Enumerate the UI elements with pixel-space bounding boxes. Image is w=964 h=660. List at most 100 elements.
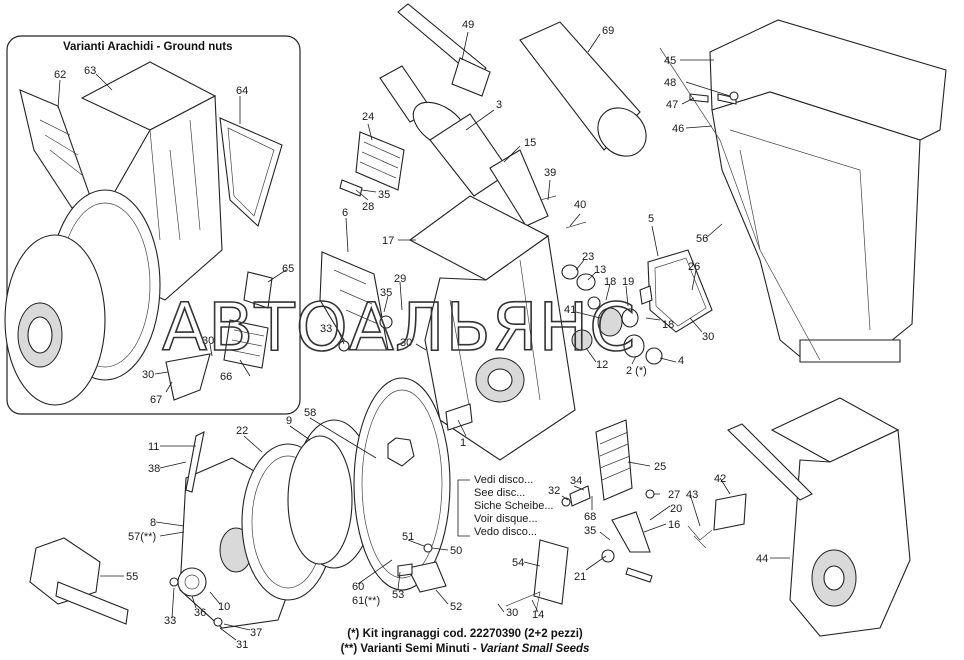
part-label: 11	[148, 441, 159, 453]
footer-small-seeds-note: (**) Varianti Semi Minuti - Variant Smal…	[300, 643, 630, 655]
part-label: 15	[524, 137, 536, 149]
part-label: 1	[460, 437, 466, 449]
part-label: 32	[548, 485, 560, 497]
note-line-en: See disc...	[474, 487, 526, 499]
part-label: 35	[584, 525, 596, 537]
part-label: 33	[164, 615, 176, 627]
part-label: 58	[304, 407, 316, 419]
part-label: 36	[194, 607, 206, 619]
part-label: 52	[450, 601, 462, 613]
hopper	[659, 19, 947, 363]
part-label: 45	[664, 55, 676, 67]
part-label: 68	[584, 511, 596, 523]
watermark-text: АВТОАЛЬЯНС	[162, 289, 636, 366]
see-disc-note: Vedi disco... See disc... Siche Scheibe.…	[474, 474, 554, 539]
part-label: 62	[54, 69, 66, 81]
part-label: 66	[220, 371, 232, 383]
part-label: 18	[604, 276, 616, 288]
part-label: 51	[402, 531, 414, 543]
part-label: 10	[218, 601, 230, 613]
part-label: 63	[84, 65, 96, 77]
part-label: 69	[602, 25, 614, 37]
part-label: 23	[582, 251, 594, 263]
part-label: 41	[564, 304, 576, 316]
footer-small-seeds-prefix: (**) Varianti Semi Minuti -	[340, 643, 480, 655]
part-label: 34	[570, 475, 582, 487]
part-label: 31	[236, 639, 248, 651]
part-label: 8	[150, 517, 156, 529]
small-fittings	[397, 539, 569, 613]
part-label: 46	[672, 123, 684, 135]
part-label: 40	[574, 199, 586, 211]
part-label: 18	[662, 319, 674, 331]
part-label: 5	[648, 213, 654, 225]
note-line-fr: Voir disque...	[474, 513, 538, 525]
part-label: 21	[574, 571, 586, 583]
part-label: 25	[654, 461, 666, 473]
part-label: 30	[702, 331, 714, 343]
part-label: 19	[622, 276, 634, 288]
ground-nuts-inset: Varianti Arachidi - Ground nuts	[4, 35, 301, 415]
part-label: 9	[286, 415, 292, 427]
rack-25-assembly	[561, 419, 655, 507]
part-label: 35	[380, 287, 392, 299]
part-label: 24	[362, 111, 374, 123]
lower-cover-assembly	[169, 377, 451, 629]
part-label: 20	[670, 503, 682, 515]
part-label: 30	[142, 369, 154, 381]
plate-16-assembly	[601, 493, 747, 583]
part-label: 22	[236, 425, 248, 437]
part-label: 56	[696, 233, 708, 245]
shaft-assembly	[379, 65, 587, 229]
part-label: 67	[150, 394, 162, 406]
part-label: 50	[450, 545, 462, 557]
side-plate-6	[319, 251, 393, 352]
footer-small-seeds-italic: Variant Small Seeds	[479, 643, 590, 655]
small-plate-24	[339, 131, 405, 197]
part-label: 54	[512, 557, 524, 569]
part-label: 17	[382, 235, 394, 247]
part-label: 2 (*)	[626, 365, 647, 377]
part-label: 33	[320, 323, 332, 335]
part-label: 37	[250, 627, 262, 639]
note-line-de: Siche Scheibe...	[474, 500, 554, 512]
part-label: 38	[148, 463, 160, 475]
part-label: 28	[362, 201, 374, 213]
part-label: 35	[378, 189, 390, 201]
leader-lines	[57, 31, 790, 641]
right-metering-unit	[727, 397, 911, 637]
part-label: 61(**)	[352, 595, 380, 607]
part-label: 26	[688, 261, 700, 273]
part-label: 43	[686, 489, 698, 501]
footer-gear-kit-note: (*) Kit ingranaggi cod. 22270390 (2+2 pe…	[347, 628, 583, 640]
part-label: 29	[394, 273, 406, 285]
part-label: 30	[506, 607, 518, 619]
part-label: 44	[756, 553, 768, 565]
bracket-55	[29, 537, 129, 625]
part-label: 65	[282, 263, 294, 275]
note-line-it: Vedi disco...	[474, 474, 534, 486]
part-label: 49	[462, 19, 474, 31]
inset-title: Varianti Arachidi - Ground nuts	[63, 41, 233, 53]
part-label: 27	[668, 489, 680, 501]
part-label: 55	[126, 571, 138, 583]
part-label: 48	[664, 77, 676, 89]
part-label: 12	[596, 359, 608, 371]
part-label: 47	[666, 99, 678, 111]
part-label: 14	[532, 609, 544, 621]
gear-train	[561, 249, 713, 365]
part-label: 57(**)	[128, 531, 156, 543]
part-label: 3	[496, 99, 502, 111]
part-label: 16	[668, 519, 680, 531]
note-line-es: Vedo disco...	[474, 526, 537, 538]
tube-parts	[397, 3, 647, 157]
part-label: 64	[236, 85, 248, 97]
part-label: 30	[400, 337, 412, 349]
part-label: 4	[678, 355, 684, 367]
part-label: 39	[544, 167, 556, 179]
part-label: 42	[714, 473, 726, 485]
central-housing	[408, 195, 576, 461]
part-number-labels: 62 63 64 65 30 30 66 67 49 69 3 24 15 35…	[54, 19, 768, 651]
part-label: 60	[352, 581, 364, 593]
part-label: 30	[202, 335, 214, 347]
